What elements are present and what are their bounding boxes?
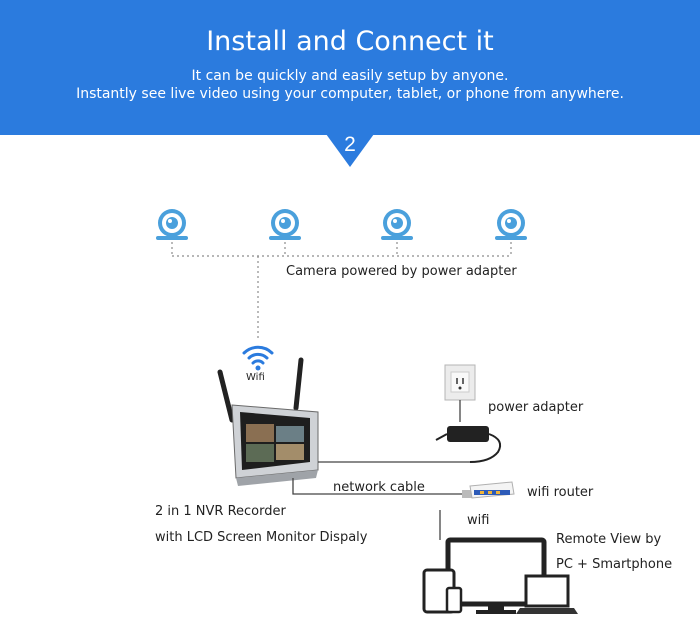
wifi-router-label: wifi router <box>527 485 594 500</box>
network-cable <box>292 461 470 540</box>
camera-icon <box>495 209 527 240</box>
camera-icon <box>381 209 413 240</box>
step-notch <box>326 134 374 167</box>
laptop-icon <box>516 574 578 614</box>
cable-plug <box>462 490 472 498</box>
network-cable-label: network cable <box>333 480 425 495</box>
camera-icon <box>269 209 301 240</box>
step-number: 2 <box>344 133 356 156</box>
subtitle-line-2: Instantly see live video using your comp… <box>76 86 624 102</box>
wifi-icon-label: Wifi <box>246 372 265 383</box>
nvr-monitor-icon <box>217 357 319 486</box>
page-title: Install and Connect it <box>206 26 494 57</box>
wall-outlet-icon <box>444 364 476 422</box>
smartphone-icon <box>445 586 463 614</box>
power-adapter-icon <box>435 426 502 463</box>
wifi-link-label: wifi <box>467 513 490 528</box>
recorder-label-line-2: with LCD Screen Monitor Dispaly <box>155 530 368 545</box>
recorder-label-line-1: 2 in 1 NVR Recorder <box>155 504 286 519</box>
camera-link-lines <box>171 242 512 340</box>
remote-view-label-line-2: PC + Smartphone <box>556 557 673 572</box>
router-icon <box>469 481 515 499</box>
cameras-label: Camera powered by power adapter <box>286 264 517 279</box>
remote-view-label-line-1: Remote View by <box>556 532 662 547</box>
header-banner <box>0 0 700 135</box>
wifi-icon <box>242 345 274 371</box>
camera-icon <box>156 209 188 240</box>
subtitle-line-1: It can be quickly and easily setup by an… <box>191 68 509 84</box>
power-adapter-label: power adapter <box>488 400 584 415</box>
